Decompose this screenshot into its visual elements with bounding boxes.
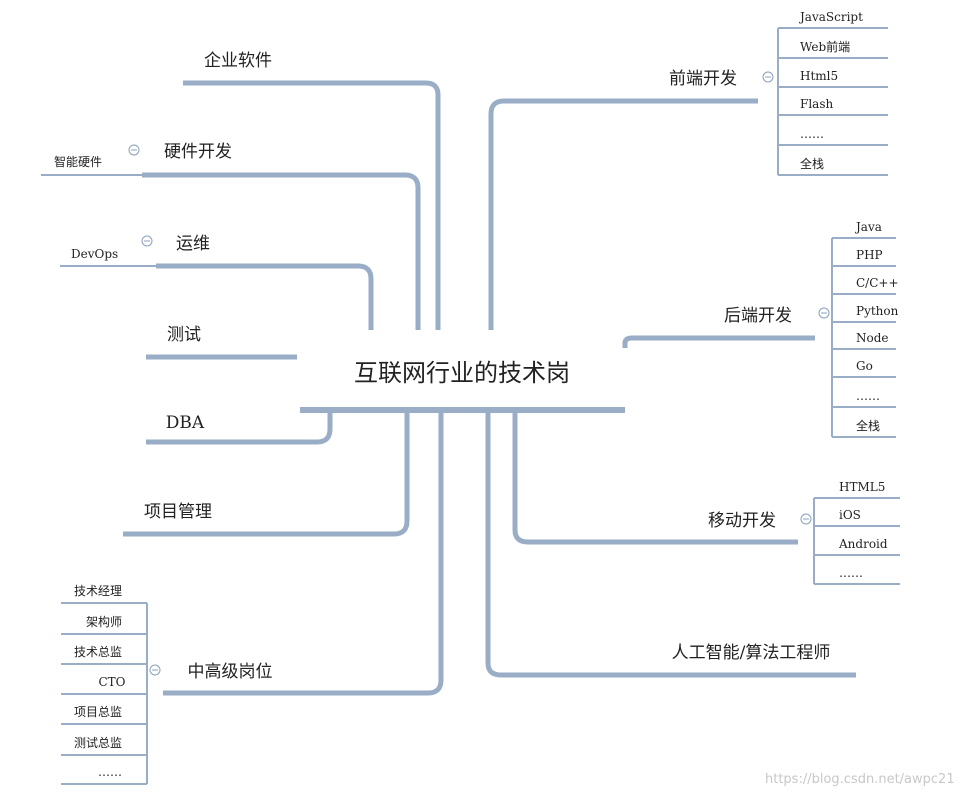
topic-backend: 后端开发: [724, 306, 792, 326]
subtopic-mobile: iOS: [839, 508, 861, 522]
central-topic: 互联网行业的技术岗: [354, 359, 570, 387]
connector-hardware: [142, 172, 421, 330]
connector-ops: [156, 263, 374, 330]
collapse-toggle-mobile[interactable]: [800, 513, 812, 525]
collapse-toggle-senior[interactable]: [149, 664, 161, 676]
subtopic-backend: Python: [856, 304, 899, 318]
topic-dba: DBA: [166, 413, 205, 433]
subtopic-backend: ……: [856, 389, 880, 403]
subtopic-senior: 技术经理: [74, 584, 122, 598]
topic-hardware: 硬件开发: [164, 142, 232, 162]
subtopic-senior: 项目总监: [74, 705, 122, 719]
subtopic-hardware: 智能硬件: [54, 154, 102, 169]
collapse-toggle-backend[interactable]: [818, 307, 830, 319]
subtopic-senior: 技术总监: [74, 645, 122, 659]
subtopic-senior: 测试总监: [74, 735, 122, 750]
subtopic-frontend: 全栈: [800, 156, 824, 171]
topic-frontend: 前端开发: [669, 69, 737, 89]
connector-enterprise: [183, 80, 441, 330]
subtopic-backend: PHP: [856, 248, 883, 262]
subtopic-senior: CTO: [98, 675, 125, 689]
subtopic-senior: 架构师: [86, 614, 122, 629]
topic-ops: 运维: [176, 234, 210, 254]
subtopic-backend: C/C++: [856, 276, 899, 290]
subtopic-mobile: ……: [839, 566, 863, 580]
topic-mobile: 移动开发: [708, 511, 776, 531]
subtopic-frontend: ……: [800, 127, 824, 141]
subtopic-frontend: Html5: [800, 69, 838, 83]
connector-senior: [163, 410, 444, 696]
connector-frontend: [488, 98, 758, 330]
connector-dba: [146, 410, 333, 445]
subtopic-mobile: Android: [838, 537, 888, 551]
connector-ai: [485, 410, 856, 678]
connector-mobile: [512, 410, 798, 545]
watermark: https://blog.csdn.net/awpc21: [765, 772, 955, 787]
topic-testing: 测试: [167, 325, 201, 345]
connector-pm: [123, 410, 410, 537]
topic-enterprise: 企业软件: [204, 51, 272, 71]
subtopic-backend: Node: [856, 331, 889, 345]
subtopic-ops: DevOps: [71, 247, 118, 261]
collapse-toggle-hardware[interactable]: [128, 144, 140, 156]
subtopic-frontend: JavaScript: [798, 10, 863, 24]
collapse-toggle-ops[interactable]: [141, 235, 153, 247]
subtopic-backend: Java: [854, 220, 882, 234]
topic-senior: 中高级岗位: [188, 662, 273, 682]
connector-backend: [622, 335, 815, 348]
collapse-toggle-frontend[interactable]: [762, 71, 774, 83]
subtopic-backend: 全栈: [856, 418, 880, 433]
topic-ai: 人工智能/算法工程师: [672, 643, 831, 663]
subtopic-mobile: HTML5: [839, 480, 885, 494]
topic-pm: 项目管理: [144, 502, 212, 522]
subtopic-backend: Go: [856, 359, 873, 373]
subtopic-frontend: Web前端: [800, 39, 850, 54]
subtopic-senior: ……: [98, 765, 122, 779]
subtopic-frontend: Flash: [800, 97, 833, 111]
